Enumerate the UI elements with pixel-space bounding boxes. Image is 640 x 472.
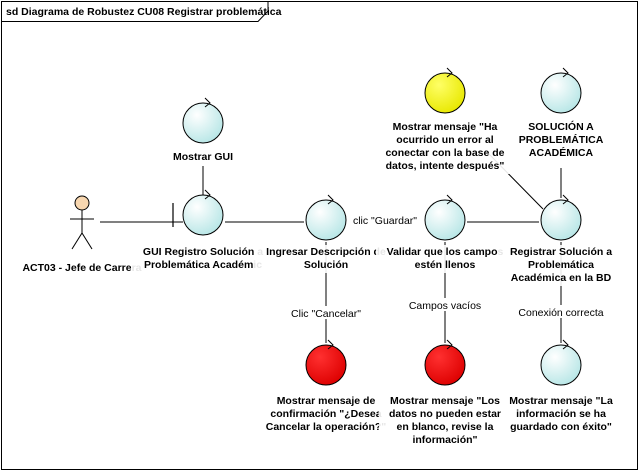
connector-label-bg	[281, 306, 371, 319]
connector-label: Campos vacíos	[409, 300, 481, 312]
connector-ingresar_descripcion-to-mensaje_cancelar: Clic "Cancelar"	[281, 242, 371, 343]
control-arrow-icon	[562, 339, 569, 350]
control-arrow-icon	[204, 97, 211, 108]
node-label-line: datos, intente después"	[386, 160, 505, 172]
node-label-bg	[376, 245, 514, 273]
control-circle-icon	[305, 344, 347, 386]
node-label-line: confirmación "¿Desea	[270, 408, 381, 420]
node-label-line: ACADÉMICA	[529, 146, 594, 159]
connector-label-bg	[342, 213, 428, 226]
node-label-line: GUI Registro Solución a	[143, 246, 263, 258]
actor-right-leg	[81, 232, 93, 250]
node-label-line: Académica en la BD	[511, 272, 612, 284]
connector-label-bg	[510, 305, 612, 318]
node-label-line: ACT03 - Jefe de Carrera	[22, 262, 141, 274]
connector-label: clic "Guardar"	[353, 215, 417, 227]
node-label-bg	[379, 394, 511, 448]
node-label-bg	[254, 394, 398, 435]
node-label-bg	[522, 120, 600, 161]
control-arrow-icon	[327, 194, 334, 205]
node-label-line: Mostrar mensaje "La	[509, 395, 613, 407]
node-label-bg	[501, 394, 621, 435]
node-label-bg	[10, 261, 154, 276]
node-label-line: datos no pueden estar	[389, 408, 501, 420]
diagram-title: sd Diagrama de Robustez CU08 Registrar p…	[6, 6, 282, 18]
node-label-line: en blanco, revise la	[397, 421, 494, 433]
control-circle-icon	[540, 72, 582, 114]
control-circle-icon	[424, 199, 466, 241]
control-circle-icon	[424, 72, 466, 114]
node-label-line: información"	[412, 434, 477, 446]
connector-ingresar_descripcion-to-validar_campos: clic "Guardar"	[342, 213, 428, 227]
control-arrow-icon	[446, 67, 453, 78]
node-label-line: información se ha	[516, 408, 606, 420]
control-arrow-icon	[204, 189, 211, 200]
node-label-line: guardado con éxito"	[510, 421, 612, 433]
control-circle-icon	[540, 199, 582, 241]
actor-head-icon	[74, 195, 90, 211]
control-circle-icon	[182, 102, 224, 144]
control-arrow-icon	[327, 339, 334, 350]
node-label-line: SOLUCIÓN A	[528, 120, 594, 133]
control-arrow-icon	[562, 194, 569, 205]
node-label-line: Registrar Solución a	[510, 246, 612, 258]
node-label-line: Mostrar GUI	[173, 151, 233, 163]
connector-label-bg	[405, 298, 485, 311]
node-actor[interactable]: ACT03 - Jefe de Carrera	[10, 195, 154, 276]
connector-label: Conexión correcta	[518, 307, 603, 319]
node-label-bg	[254, 245, 398, 273]
title-tab	[1, 1, 269, 22]
node-label-line: PROBLEMÁTICA	[519, 133, 604, 146]
control-circle-icon	[305, 199, 347, 241]
node-label-bg	[131, 245, 275, 273]
node-label-bg	[373, 120, 517, 174]
actor-left-leg	[71, 232, 83, 250]
node-label-bg	[167, 150, 239, 165]
control-arrow-icon	[562, 67, 569, 78]
node-label-line: estén llenos	[415, 259, 476, 271]
node-label-line: Mostrar mensaje "Ha	[393, 121, 498, 133]
node-label-line: Problemática Académic	[144, 259, 262, 271]
node-mostrar-gui[interactable]: Mostrar GUI	[167, 97, 239, 165]
control-arrow-icon	[446, 194, 453, 205]
node-label-line: Ingresar Descripción de	[266, 246, 386, 258]
connector-label: Clic "Cancelar"	[291, 308, 361, 320]
control-circle-icon	[540, 344, 582, 386]
node-label-line: Cancelar la operación?"	[266, 421, 387, 433]
node-label-bg	[498, 245, 624, 286]
boundary-circle-icon	[182, 194, 224, 236]
node-label-line: Mostrar mensaje de	[277, 395, 376, 407]
control-arrow-icon	[446, 339, 453, 350]
node-label-line: Solución	[304, 259, 348, 271]
node-label-line: Problemática	[528, 259, 594, 271]
node-label-line: ocurrido un error al	[396, 134, 494, 146]
node-label-line: Validar que los campos	[387, 246, 504, 258]
control-circle-icon	[424, 344, 466, 386]
node-label-line: Mostrar mensaje "Los	[390, 395, 500, 407]
node-registrar-solucion[interactable]: Registrar Solución aProblemáticaAcadémic…	[498, 194, 624, 286]
node-label-line: conectar con la base de	[385, 147, 504, 159]
